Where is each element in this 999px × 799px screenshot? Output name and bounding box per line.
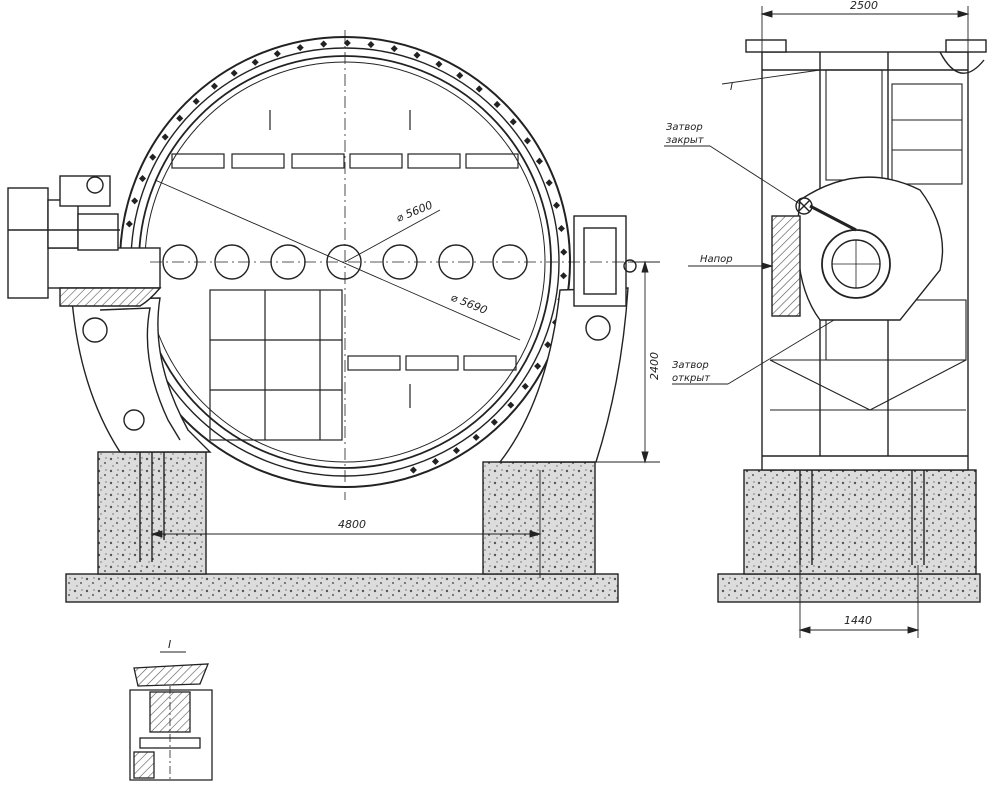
side-ground-slab bbox=[717, 573, 981, 603]
front-left-leg-inner bbox=[99, 307, 181, 441]
front-drive-mechanism bbox=[7, 175, 120, 299]
front-dim-width-label: 4800 bbox=[338, 518, 366, 531]
flange-bolt bbox=[456, 71, 464, 80]
side-dim-1440 bbox=[798, 565, 920, 638]
flange-bolt bbox=[131, 197, 139, 205]
flange-bolt bbox=[343, 39, 351, 47]
flange-bolt bbox=[413, 51, 421, 59]
front-left-leg-hole-bottom bbox=[123, 409, 145, 431]
flange-bolt bbox=[296, 44, 304, 52]
flange-bolt bbox=[409, 466, 417, 474]
side-dim-top-label: 2500 bbox=[850, 0, 878, 12]
side-label-gate-open-1: Затвор bbox=[672, 360, 709, 371]
flange-bolt bbox=[149, 153, 157, 161]
front-dim-4800 bbox=[150, 470, 542, 578]
flange-bolt bbox=[230, 69, 238, 77]
front-right-leg bbox=[498, 287, 629, 463]
front-right-leg-hole bbox=[585, 315, 611, 341]
flange-bolt bbox=[125, 220, 133, 228]
detail-view bbox=[129, 651, 213, 781]
front-centre-lines bbox=[150, 30, 660, 500]
flange-bolt bbox=[161, 133, 169, 141]
front-dia-outer-label: ⌀ 5690 bbox=[449, 291, 489, 317]
flange-bolt bbox=[560, 248, 568, 256]
flange-bolt bbox=[251, 58, 259, 66]
front-view bbox=[7, 30, 660, 603]
front-dim-2400 bbox=[590, 260, 660, 464]
flange-bolt bbox=[521, 382, 529, 390]
flange-bolt bbox=[367, 41, 375, 49]
side-anchor-bolts bbox=[799, 470, 925, 565]
side-label-flow: Напор bbox=[700, 254, 733, 265]
side-view bbox=[664, 6, 987, 638]
flange-bolt bbox=[431, 457, 440, 465]
flange-bolt bbox=[472, 433, 480, 441]
side-gate-seal bbox=[771, 215, 801, 317]
flange-bolt bbox=[176, 114, 184, 122]
flange-bolt bbox=[490, 418, 498, 426]
detail-top-plate bbox=[133, 663, 209, 687]
flange-bolt bbox=[493, 100, 501, 109]
side-cam-housing bbox=[795, 176, 944, 321]
side-dim-bottom-label: 1440 bbox=[844, 614, 872, 627]
side-leaders bbox=[664, 69, 835, 385]
flange-bolt bbox=[507, 401, 515, 409]
flange-bolt bbox=[452, 446, 461, 455]
side-label-gate-closed-2: закрыт bbox=[666, 135, 705, 146]
front-right-pier bbox=[482, 461, 596, 575]
front-dim-height-label: 2400 bbox=[648, 352, 661, 380]
flange-bolt bbox=[544, 341, 552, 349]
flange-bolt bbox=[557, 224, 565, 233]
side-callout-1: I bbox=[730, 82, 733, 93]
flange-bolt bbox=[435, 60, 443, 68]
flange-bolt bbox=[509, 118, 517, 126]
flange-bolt bbox=[560, 272, 568, 280]
front-flange-bolts bbox=[125, 39, 568, 474]
side-internal-panels bbox=[769, 69, 967, 411]
side-top-lugs bbox=[745, 39, 987, 74]
front-disc-stiffeners bbox=[171, 110, 519, 408]
flange-bolt bbox=[553, 201, 561, 209]
flange-bolt bbox=[320, 40, 328, 48]
flange-bolt bbox=[210, 82, 218, 90]
flange-bolt bbox=[390, 45, 398, 53]
flange-bolt bbox=[523, 137, 531, 145]
front-right-bearing bbox=[573, 215, 637, 307]
side-foundation bbox=[743, 469, 977, 575]
flange-bolt bbox=[138, 175, 147, 183]
side-label-gate-closed-1: Затвор bbox=[666, 122, 703, 133]
flange-bolt bbox=[545, 179, 553, 187]
front-disc-grid bbox=[209, 289, 343, 441]
front-diameter-leaders bbox=[154, 179, 521, 341]
detail-title: I bbox=[168, 638, 171, 651]
side-label-gate-open-2: открыт bbox=[672, 373, 711, 384]
flange-bolt bbox=[273, 50, 281, 58]
flange-bolt bbox=[535, 157, 543, 165]
front-dia-inner-label: ⌀ 5600 bbox=[394, 198, 434, 224]
detail-lower-plate bbox=[133, 751, 155, 779]
front-shaft-arm-hatch bbox=[59, 287, 162, 307]
flange-bolt bbox=[192, 97, 200, 105]
flange-bolt bbox=[475, 85, 483, 93]
front-left-leg-hole-top bbox=[82, 317, 108, 343]
side-dim-2500 bbox=[760, 6, 970, 52]
front-left-leg bbox=[71, 297, 212, 453]
flange-bolt bbox=[534, 362, 542, 370]
front-ground-slab bbox=[65, 573, 619, 603]
